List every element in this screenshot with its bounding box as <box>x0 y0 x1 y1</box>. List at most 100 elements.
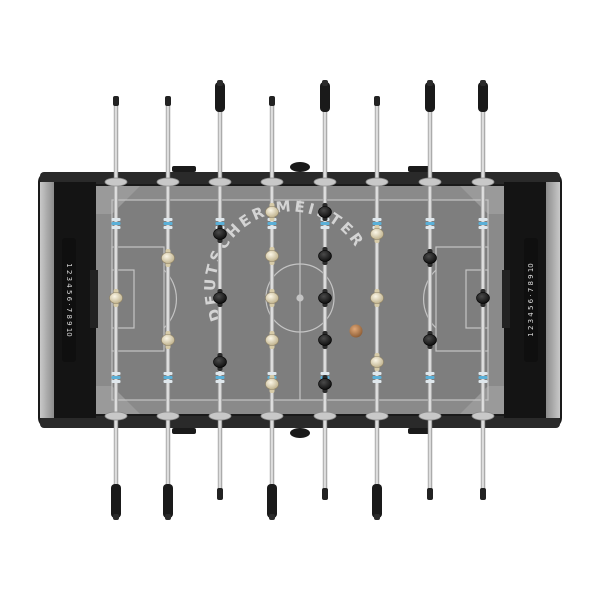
ball-entry-top <box>290 162 310 172</box>
frame-tab <box>172 428 196 434</box>
rod-bearing <box>365 177 389 187</box>
rod-bumper <box>478 222 488 225</box>
rod-bumper <box>267 372 277 375</box>
rod-bumper <box>320 222 330 225</box>
player-light <box>370 356 384 368</box>
rod-end-cap <box>113 96 119 106</box>
rod-bearing <box>418 177 442 187</box>
rod-bumper <box>372 372 382 375</box>
score-counter-left: 1 2 3 4 5 6 · 7 8 9 10 <box>62 238 76 362</box>
rod-bearing <box>260 411 284 421</box>
ball-entry-bottom <box>290 428 310 438</box>
handle-tip <box>427 80 433 86</box>
rod-bumper <box>478 218 488 221</box>
rod-end-cap <box>374 96 380 106</box>
handle-tip <box>217 80 223 86</box>
rod-bearing <box>365 411 389 421</box>
rod-7[interactable] <box>418 80 442 500</box>
rod-end-cap <box>322 488 328 500</box>
rod-4[interactable] <box>260 96 284 520</box>
rod-bearing <box>156 411 180 421</box>
frame-tab <box>408 428 432 434</box>
rod-bumper <box>163 380 173 383</box>
player-dark <box>213 228 227 240</box>
handle-grip[interactable] <box>215 82 225 112</box>
player-dark <box>318 292 332 304</box>
handle-tip <box>165 514 171 520</box>
handle-tip <box>113 514 119 520</box>
rod-bumper <box>111 376 121 379</box>
score-counter-left-text: 1 2 3 4 5 6 · 7 8 9 10 <box>65 263 73 336</box>
rod-bumper <box>425 380 435 383</box>
rod-bumper <box>478 372 488 375</box>
rod-bearing <box>471 411 495 421</box>
rod-shaft[interactable] <box>165 100 171 488</box>
handle-grip[interactable] <box>425 82 435 112</box>
rod-bumper <box>163 222 173 225</box>
rod-end-cap <box>269 96 275 106</box>
handle-grip[interactable] <box>111 484 121 518</box>
handle-grip[interactable] <box>478 82 488 112</box>
handle-tip <box>322 80 328 86</box>
handle-grip[interactable] <box>320 82 330 112</box>
handle-grip[interactable] <box>163 484 173 518</box>
player-light <box>370 292 384 304</box>
player-light <box>109 292 123 304</box>
player-dark <box>318 334 332 346</box>
rod-bearing <box>104 411 128 421</box>
rod-bearing <box>418 411 442 421</box>
rod-bumper <box>111 218 121 221</box>
player-light <box>265 250 279 262</box>
handle-tip <box>480 80 486 86</box>
rod-bumper <box>215 218 225 221</box>
left-side-panel <box>40 182 54 418</box>
score-counter-right: 1 2 3 4 5 6 · 7 8 9 10 <box>524 238 538 362</box>
rod-bumper <box>425 376 435 379</box>
rod-bumper <box>478 380 488 383</box>
rod-bumper <box>478 226 488 229</box>
rod-bumper <box>372 218 382 221</box>
rod-6[interactable] <box>365 96 389 520</box>
rod-bearing <box>208 177 232 187</box>
handle-grip[interactable] <box>372 484 382 518</box>
player-light <box>370 228 384 240</box>
rod-bumper <box>215 372 225 375</box>
rod-2[interactable] <box>156 96 180 520</box>
frame-tab <box>172 166 196 172</box>
rod-8[interactable] <box>471 80 495 500</box>
rod-bumper <box>111 226 121 229</box>
right-side-panel <box>546 182 560 418</box>
rod-bumper <box>372 376 382 379</box>
handle-grip[interactable] <box>267 484 277 518</box>
player-dark <box>476 292 490 304</box>
player-light <box>265 334 279 346</box>
player-dark <box>423 252 437 264</box>
rod-bearing <box>260 177 284 187</box>
player-light <box>161 334 175 346</box>
rod-shaft[interactable] <box>427 110 433 498</box>
player-dark <box>213 356 227 368</box>
rod-bumper <box>478 376 488 379</box>
rod-bumper <box>267 222 277 225</box>
center-spot <box>296 294 304 302</box>
rod-5[interactable] <box>313 80 337 500</box>
rod-bearing <box>208 411 232 421</box>
rod-bumper <box>372 222 382 225</box>
ball[interactable] <box>349 324 363 338</box>
rod-bumper <box>215 376 225 379</box>
rod-3[interactable] <box>208 80 232 500</box>
left-goal <box>90 270 98 328</box>
player-light <box>265 378 279 390</box>
rod-bumper <box>163 218 173 221</box>
rod-1[interactable] <box>104 96 128 520</box>
player-dark <box>318 378 332 390</box>
player-dark <box>318 206 332 218</box>
rod-bearing <box>313 177 337 187</box>
rod-bumper <box>111 380 121 383</box>
playfield: DEUTSCHER MEISTER <box>96 186 504 414</box>
player-dark <box>318 250 332 262</box>
rod-bumper <box>111 372 121 375</box>
rod-bumper <box>163 226 173 229</box>
rod-bumper <box>215 222 225 225</box>
rod-bumper <box>215 380 225 383</box>
